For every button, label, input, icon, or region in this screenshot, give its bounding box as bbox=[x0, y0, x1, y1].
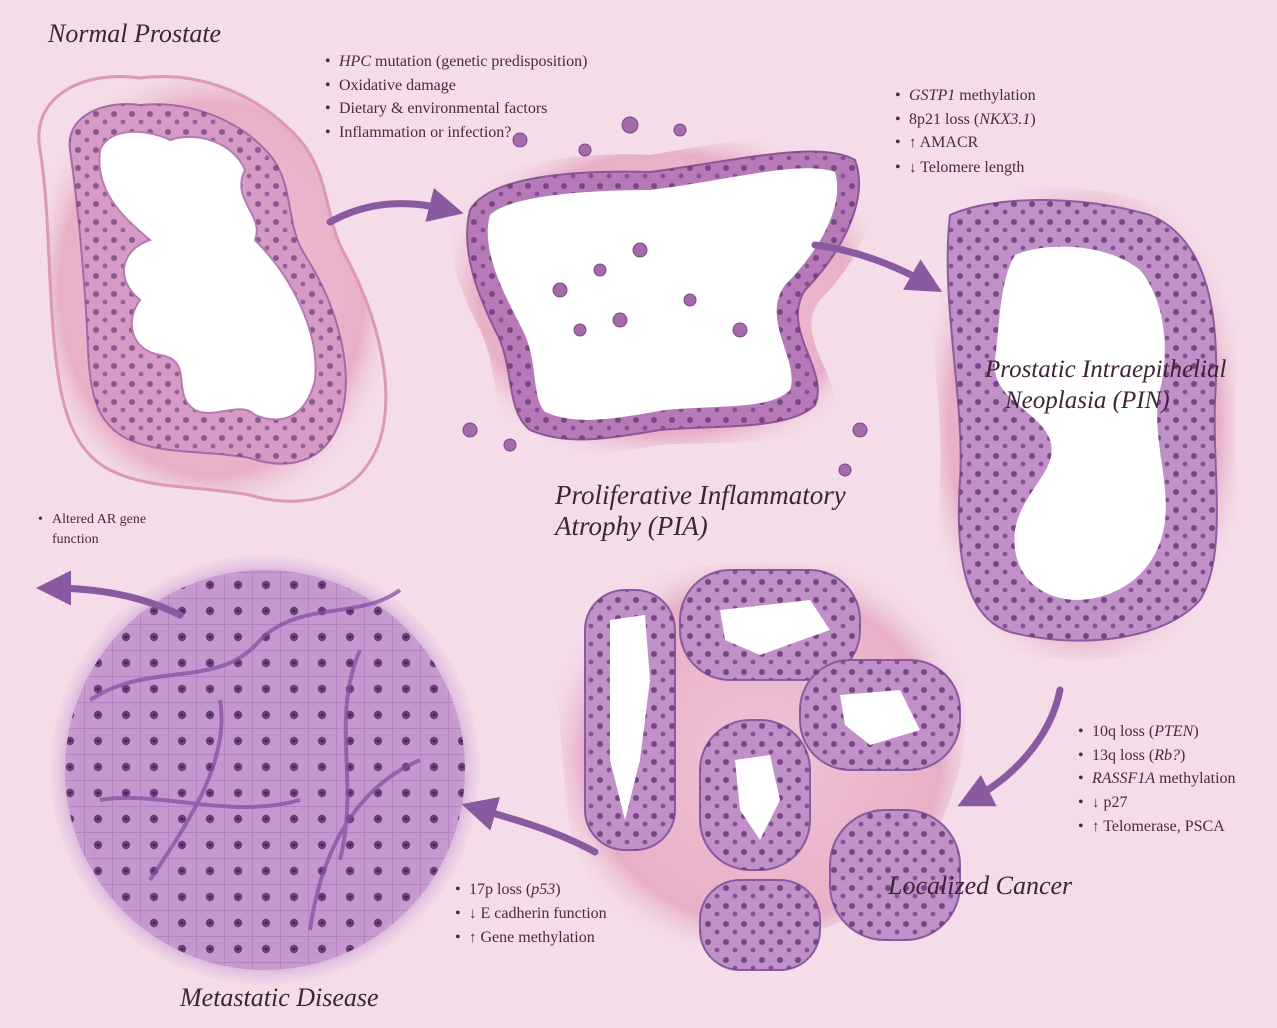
factor-item: HPC mutation (genetic predisposition) bbox=[325, 50, 587, 74]
factor-item: 8p21 loss (NKX3.1) bbox=[895, 108, 1036, 132]
pin-gland bbox=[930, 186, 1238, 660]
down-arrow-icon: ↓ bbox=[469, 906, 477, 922]
pia-label: Proliferative Inflammatory Atrophy (PIA) bbox=[555, 480, 846, 542]
factor-item: ↑ Telomerase, PSCA bbox=[1078, 815, 1236, 840]
pia-label-line1: Proliferative Inflammatory bbox=[555, 480, 846, 511]
down-arrow-icon: ↓ bbox=[909, 160, 917, 176]
down-arrow-icon: ↓ bbox=[1092, 795, 1100, 811]
normal-prostate-label: Normal Prostate bbox=[48, 18, 221, 49]
factor-item-continued: function bbox=[38, 530, 146, 550]
pin-label-line2: Neoplasia (PIN) bbox=[985, 385, 1226, 416]
up-arrow-icon: ↑ bbox=[469, 930, 477, 946]
localized-cancer-label: Localized Cancer bbox=[888, 870, 1072, 901]
factor-item: Oxidative damage bbox=[325, 74, 587, 98]
factor-item: RASSF1A methylation bbox=[1078, 767, 1236, 791]
localized-cancer-tissue bbox=[558, 563, 965, 970]
up-arrow-icon: ↑ bbox=[909, 135, 917, 151]
metastatic-disease-label: Metastatic Disease bbox=[180, 982, 379, 1013]
metastatic-tissue bbox=[50, 555, 480, 985]
factors-pia-to-pin: GSTP1 methylation 8p21 loss (NKX3.1) ↑ A… bbox=[895, 84, 1036, 180]
factor-item: Dietary & environmental factors bbox=[325, 97, 587, 121]
arrow-normal-to-pia bbox=[330, 204, 450, 222]
factor-item: 13q loss (Rb?) bbox=[1078, 744, 1236, 768]
factor-item: ↓ p27 bbox=[1078, 791, 1236, 816]
factor-item: 10q loss (PTEN) bbox=[1078, 720, 1236, 744]
factor-item: GSTP1 methylation bbox=[895, 84, 1036, 108]
factors-normal-to-pia: HPC mutation (genetic predisposition) Ox… bbox=[325, 50, 587, 144]
pin-label: Prostatic Intraepithelial Neoplasia (PIN… bbox=[985, 354, 1226, 416]
factor-item: ↑ Gene methylation bbox=[455, 926, 607, 951]
factors-pin-to-localized: 10q loss (PTEN) 13q loss (Rb?) RASSF1A m… bbox=[1078, 720, 1236, 840]
factor-item: Inflammation or infection? bbox=[325, 121, 587, 145]
factor-item: ↑ AMACR bbox=[895, 131, 1036, 156]
pia-label-line2: Atrophy (PIA) bbox=[555, 511, 846, 542]
pin-label-line1: Prostatic Intraepithelial bbox=[985, 354, 1226, 385]
pia-gland bbox=[452, 117, 877, 476]
factor-item: ↓ E cadherin function bbox=[455, 902, 607, 927]
factor-item: Altered AR gene bbox=[38, 510, 146, 530]
factors-metastatic-out: Altered AR gene function bbox=[38, 510, 146, 550]
factors-localized-to-metastatic: 17p loss (p53) ↓ E cadherin function ↑ G… bbox=[455, 878, 607, 951]
factor-item: ↓ Telomere length bbox=[895, 156, 1036, 181]
arrow-pin-to-localized bbox=[970, 690, 1060, 800]
up-arrow-icon: ↑ bbox=[1092, 819, 1100, 835]
factor-item: 17p loss (p53) bbox=[455, 878, 607, 902]
